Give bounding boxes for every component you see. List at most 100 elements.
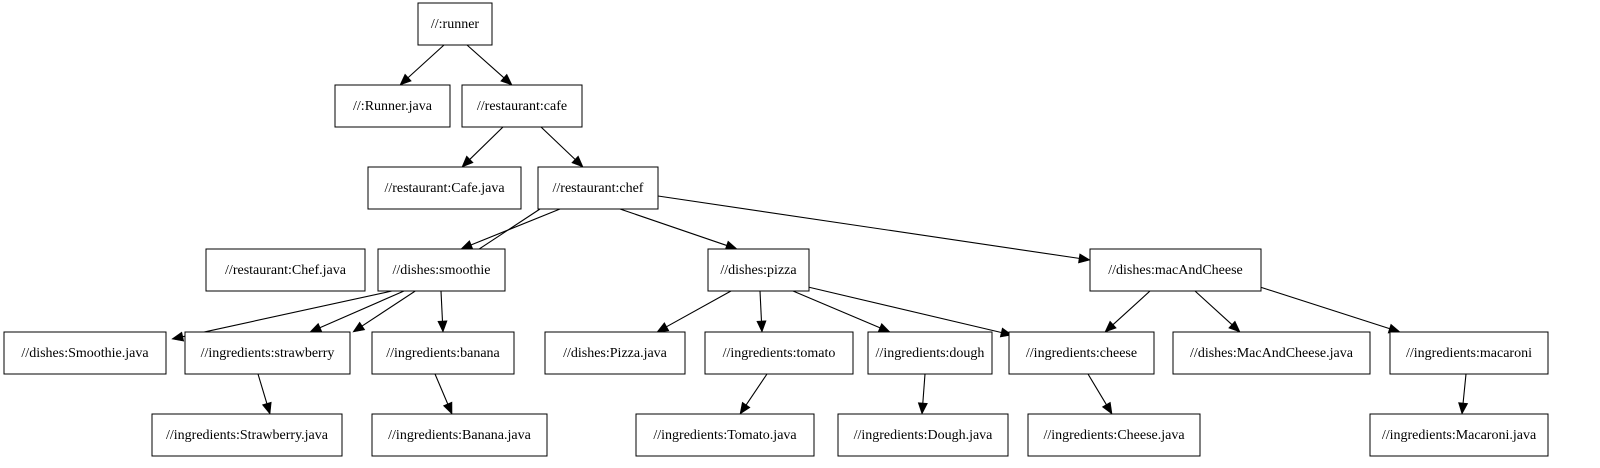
arrowhead-icon: [500, 73, 513, 86]
arrowhead-icon: [739, 401, 751, 415]
graph-node[interactable]: //ingredients:macaroni: [1389, 331, 1549, 375]
node-label: //restaurant:cafe: [477, 99, 567, 114]
node-label: //ingredients:banana: [386, 346, 500, 361]
graph-node[interactable]: //ingredients:Cheese.java: [1027, 413, 1201, 457]
arrowhead-icon: [171, 331, 185, 342]
graph-node[interactable]: //ingredients:strawberry: [184, 331, 351, 375]
graph-edge: [399, 44, 445, 86]
graph-edge: [461, 126, 504, 168]
graph-node[interactable]: //ingredients:Macaroni.java: [1369, 413, 1549, 457]
node-box[interactable]: [377, 248, 506, 292]
graph-node[interactable]: //dishes:Smoothie.java: [3, 331, 167, 375]
graph-node[interactable]: //restaurant:Chef.java: [205, 248, 366, 292]
node-label: //ingredients:Banana.java: [388, 428, 531, 443]
edge-line: [1462, 373, 1467, 404]
node-box[interactable]: [1089, 248, 1262, 292]
node-box[interactable]: [334, 84, 451, 128]
graph-edge: [466, 44, 513, 86]
arrowhead-icon: [461, 155, 474, 168]
arrowhead-icon: [261, 401, 272, 415]
node-label: //restaurant:chef: [553, 181, 644, 196]
graph-edge: [657, 195, 1091, 264]
edge-line: [440, 290, 444, 322]
edge-line: [466, 44, 505, 79]
graph-edge: [1087, 373, 1113, 415]
arrowhead-icon: [460, 240, 474, 250]
graph-edge: [1194, 290, 1241, 333]
graph-edge: [656, 290, 732, 333]
node-label: //restaurant:Chef.java: [225, 263, 347, 278]
graph-edge: [807, 286, 1013, 338]
arrowhead-icon: [656, 322, 670, 333]
node-box[interactable]: [837, 413, 1009, 457]
arrowhead-icon: [1228, 320, 1241, 333]
edge-line: [319, 290, 405, 329]
node-box[interactable]: [1369, 413, 1549, 457]
node-box[interactable]: [537, 166, 659, 210]
graph-edge: [739, 373, 768, 415]
graph-node[interactable]: //:runner: [417, 2, 493, 46]
graph-node[interactable]: //dishes:smoothie: [377, 248, 506, 292]
arrowhead-icon: [437, 320, 448, 333]
node-box[interactable]: [417, 2, 493, 46]
node-box[interactable]: [704, 331, 854, 375]
node-box[interactable]: [184, 331, 351, 375]
graph-node[interactable]: //restaurant:chef: [537, 166, 659, 210]
node-box[interactable]: [461, 84, 583, 128]
edge-line: [257, 373, 268, 404]
node-box[interactable]: [707, 248, 810, 292]
graph-node[interactable]: //ingredients:Banana.java: [371, 413, 548, 457]
node-label: //dishes:macAndCheese: [1108, 263, 1243, 278]
edge-line: [745, 373, 768, 406]
edge-line: [470, 208, 561, 246]
node-label: //:runner: [431, 17, 480, 32]
node-label: //dishes:smoothie: [393, 263, 491, 278]
node-box[interactable]: [367, 166, 522, 210]
edge-line: [1259, 286, 1390, 330]
edge-line: [657, 195, 1080, 259]
edge-line: [540, 126, 576, 160]
graph-node[interactable]: //:Runner.java: [334, 84, 451, 128]
node-box[interactable]: [867, 331, 993, 375]
graph-edge: [437, 290, 448, 333]
graph-node[interactable]: //ingredients:banana: [371, 331, 515, 375]
node-label: //ingredients:dough: [876, 346, 985, 361]
node-label: //ingredients:tomato: [723, 346, 836, 361]
graph-node[interactable]: //dishes:pizza: [707, 248, 810, 292]
node-box[interactable]: [1172, 331, 1371, 375]
arrowhead-icon: [1104, 320, 1117, 333]
graph-edge: [257, 373, 272, 415]
graph-node[interactable]: //dishes:Pizza.java: [544, 331, 686, 375]
node-box[interactable]: [1389, 331, 1549, 375]
graph-node[interactable]: //dishes:macAndCheese: [1089, 248, 1262, 292]
node-box[interactable]: [3, 331, 167, 375]
arrowhead-icon: [917, 402, 928, 415]
graph-node[interactable]: //restaurant:cafe: [461, 84, 583, 128]
node-box[interactable]: [1027, 413, 1201, 457]
graph-edge: [756, 290, 767, 333]
graph-edge: [619, 208, 738, 251]
node-box[interactable]: [371, 331, 515, 375]
arrowhead-icon: [877, 322, 891, 333]
graph-node[interactable]: //ingredients:Strawberry.java: [151, 413, 343, 457]
graph-node[interactable]: //restaurant:Cafe.java: [367, 166, 522, 210]
graph-node[interactable]: //ingredients:dough: [867, 331, 993, 375]
edge-line: [1112, 290, 1151, 325]
node-box[interactable]: [205, 248, 366, 292]
graph-node[interactable]: //ingredients:Dough.java: [837, 413, 1009, 457]
nodes-layer: //:runner //:Runner.java //restaurant:cafe…: [3, 2, 1549, 457]
node-label: //:Runner.java: [353, 99, 433, 114]
node-box[interactable]: [635, 413, 815, 457]
node-box[interactable]: [151, 413, 343, 457]
node-box[interactable]: [544, 331, 686, 375]
graph-node[interactable]: //dishes:MacAndCheese.java: [1172, 331, 1371, 375]
graph-node[interactable]: //ingredients:tomato: [704, 331, 854, 375]
node-box[interactable]: [371, 413, 548, 457]
node-label: //dishes:pizza: [720, 263, 797, 278]
node-box[interactable]: [1008, 331, 1155, 375]
arrowhead-icon: [352, 321, 366, 333]
edge-line: [469, 126, 504, 160]
edge-line: [759, 290, 763, 322]
graph-node[interactable]: //ingredients:Tomato.java: [635, 413, 815, 457]
graph-node[interactable]: //ingredients:cheese: [1008, 331, 1155, 375]
